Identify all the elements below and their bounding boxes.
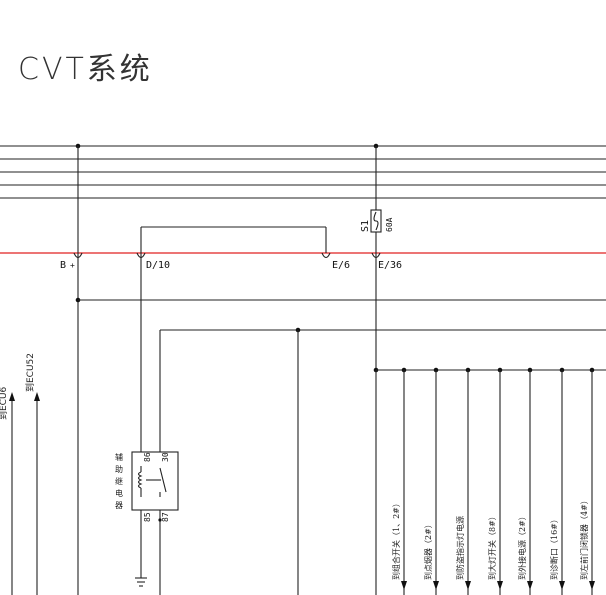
relay-label-char: 继	[115, 476, 123, 486]
fuse-name: S1	[360, 220, 371, 232]
relay-label-char: 辅	[115, 452, 123, 462]
fuse-rating: 60A	[385, 217, 394, 232]
wire-e36-fuse: E/36 S1 60A	[360, 146, 402, 370]
relay-pin-85: 85	[143, 512, 152, 522]
output-branches: 到组合开关（1、2#） 到点烟器（2#） 到防盗指示灯电源 到大灯开关（8#） 到外接电…	[373, 367, 606, 595]
output-label: 到左前门闭锁器（4#）	[579, 496, 589, 580]
relay-pin-86: 86	[143, 452, 152, 462]
left-signal-arrows: 到ECU6 到ECU52	[0, 353, 40, 595]
auxiliary-relay: 86 30 85 87	[131, 445, 179, 595]
output-arrow-icon	[401, 581, 407, 590]
wire-relay-feed	[159, 327, 606, 595]
relay-label: 辅 助 继 电 器	[115, 452, 123, 510]
wire-b: B +	[60, 146, 606, 595]
output-label: 到点烟器（2#）	[424, 520, 433, 580]
relay-label-char: 器	[115, 501, 123, 510]
connector-label-d10: D/10	[146, 260, 170, 271]
relay-label-char: 助	[115, 464, 123, 474]
connector-label-e6: E/6	[332, 260, 350, 271]
output-arrow-icon	[527, 581, 533, 590]
output-arrow-icon	[589, 581, 595, 590]
page-title: CVT系统	[18, 52, 153, 87]
wire-d10-e6-loop: D/10 E/6	[136, 226, 350, 445]
output-label: 到诊断口（16#）	[549, 515, 559, 580]
svg-text:+: +	[70, 261, 75, 270]
connector-label-e36: E/36	[378, 260, 402, 271]
output-label: 到防盗指示灯电源	[455, 516, 465, 580]
label-partial-left: 到ECU6	[0, 386, 9, 420]
output-label: 到外接电源（2#）	[517, 512, 527, 580]
output-arrow-icon	[497, 581, 503, 590]
ground-icon	[135, 577, 147, 587]
relay-pin-30: 30	[161, 452, 170, 462]
output-arrow-icon	[433, 581, 439, 590]
relay-pin-87: 87	[161, 512, 170, 522]
output-label: 到组合开关（1、2#）	[391, 499, 401, 580]
label-ecu52: 到ECU52	[24, 353, 36, 392]
relay-label-char: 电	[115, 488, 123, 498]
connector-label-b: B	[60, 260, 66, 271]
power-bus-lines	[0, 145, 606, 199]
output-arrow-icon	[559, 581, 565, 590]
relay-coil-icon	[137, 466, 167, 497]
output-label: 到大灯开关（8#）	[487, 512, 497, 580]
output-arrow-icon	[465, 581, 471, 590]
